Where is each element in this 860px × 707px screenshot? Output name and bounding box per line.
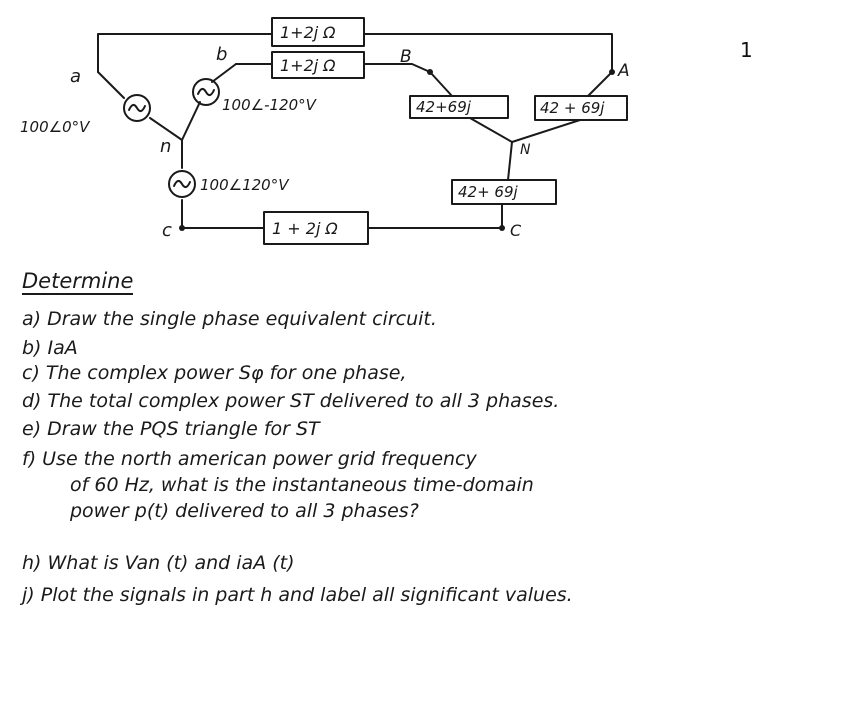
- question-a: a) Draw the single phase equivalent circ…: [22, 308, 437, 330]
- voltage-source-c: [168, 170, 196, 198]
- question-f-line3: power p(t) delivered to all 3 phases?: [70, 500, 419, 522]
- load-impedance-C: [451, 179, 557, 205]
- node-c-label: c: [162, 220, 172, 241]
- impedance-top: [271, 17, 365, 47]
- node-A-label: A: [617, 61, 630, 81]
- node-b-label: b: [216, 44, 227, 65]
- load-impedance-B: [409, 95, 509, 119]
- question-d: d) The total complex power ST delivered …: [22, 390, 560, 412]
- page-number: 1: [740, 38, 753, 62]
- load-C-value: 42+ 69j: [458, 183, 519, 201]
- voltage-source-a: [123, 94, 151, 122]
- node-n-label: n: [160, 136, 171, 157]
- node-N-label: N: [520, 142, 531, 158]
- node-B-label: B: [400, 47, 412, 67]
- heading-determine: Determine: [22, 269, 134, 295]
- question-j: j) Plot the signals in part h and label …: [22, 584, 573, 606]
- node-a-label: a: [70, 66, 81, 87]
- voltage-source-b: [192, 78, 220, 106]
- impedance-top-value: 1+2j Ω: [280, 23, 336, 42]
- impedance-bottom-value: 1 + 2j Ω: [272, 219, 338, 238]
- question-c: c) The complex power Sφ for one phase,: [22, 362, 407, 384]
- wire-a: [97, 33, 273, 73]
- question-b: b) IaA: [22, 337, 78, 359]
- source-c-value: 100∠120°V: [200, 176, 290, 194]
- question-f-line2: of 60 Hz, what is the instantaneous time…: [70, 474, 534, 496]
- circuit-diagram: a b n c B A N C 100∠0°V 100∠-120°V 100∠1…: [20, 17, 630, 245]
- source-b-value: 100∠-120°V: [222, 96, 318, 114]
- question-e: e) Draw the PQS triangle for ST: [22, 418, 320, 440]
- load-A-value: 42 + 69j: [540, 99, 605, 117]
- source-a-value: 100∠0°V: [20, 118, 91, 136]
- question-h: h) What is Van (t) and iaA (t): [22, 552, 295, 574]
- node-C-label: C: [510, 221, 522, 240]
- load-B-value: 42+69j: [416, 98, 472, 116]
- impedance-middle-value: 1+2j Ω: [280, 56, 336, 75]
- question-f-line1: f) Use the north american power grid fre…: [22, 448, 477, 470]
